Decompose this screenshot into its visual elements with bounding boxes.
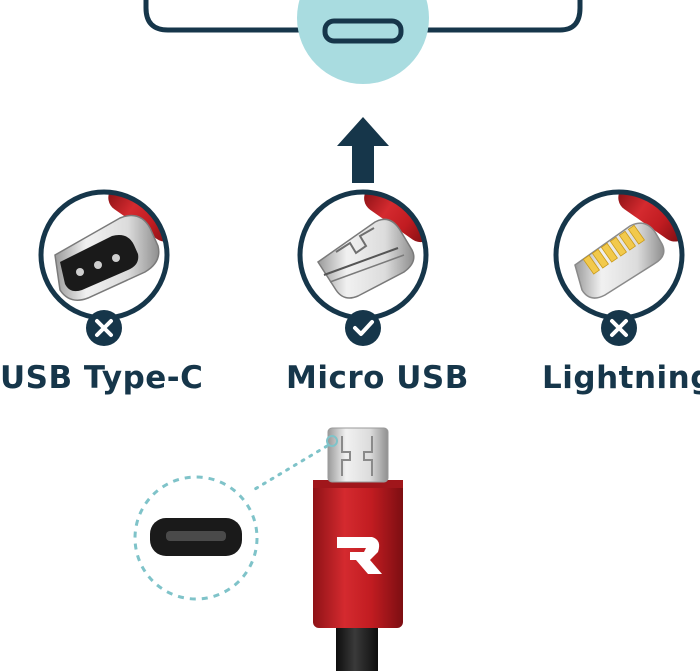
micro-usb-connector [297,189,429,346]
usb-type-c-label: USB Type-C [0,360,204,396]
lightning-connector [553,189,685,346]
x-icon [601,310,637,346]
micro-usb-port-zoom [133,475,259,601]
device-port-circle [297,0,429,84]
brand-logo [337,537,382,574]
micro-usb-label: Micro USB [286,360,469,396]
check-icon [345,310,381,346]
usb-type-c-connector [38,189,170,346]
micro-usb-cable [313,427,403,671]
zoom-pointer-line [248,435,338,494]
x-icon [86,310,122,346]
lightning-label: Lightning [542,360,700,396]
arrow-up-icon [337,117,389,183]
